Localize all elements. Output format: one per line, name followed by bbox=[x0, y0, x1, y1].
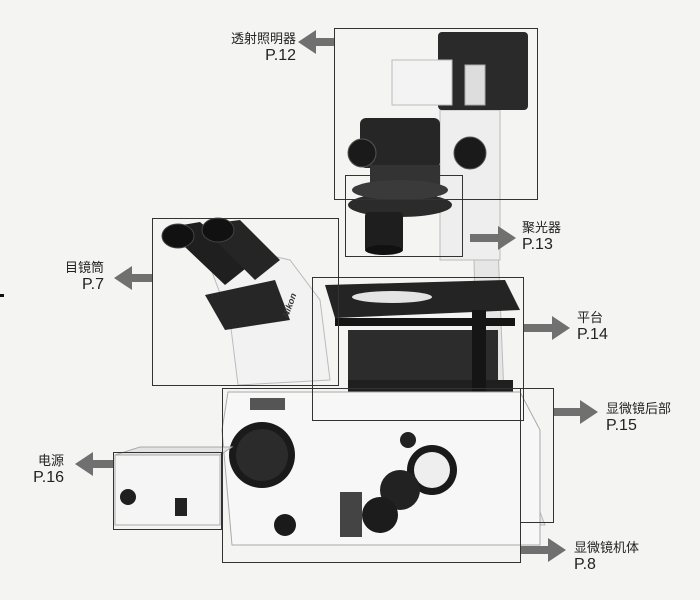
power-arrow-icon bbox=[75, 452, 113, 476]
stage-frame bbox=[312, 277, 524, 421]
power-supply-page: P.16 bbox=[33, 469, 64, 487]
rear-arrow-icon bbox=[554, 400, 598, 424]
illuminator-page: P.12 bbox=[265, 47, 296, 65]
microscope-body-label-text: 显微镜机体 bbox=[574, 541, 640, 556]
eyepiece-tube-page: P.7 bbox=[82, 276, 104, 294]
microscope-rear-page: P.15 bbox=[606, 417, 637, 435]
condenser-page: P.13 bbox=[522, 236, 553, 254]
microscope-rear-label-text: 显微镜后部 bbox=[606, 402, 672, 417]
power-supply-label-text: 电源 bbox=[37, 454, 64, 469]
edge-mark bbox=[0, 294, 4, 297]
condenser-arrow-icon bbox=[470, 226, 516, 250]
condenser-label: 聚光器 P.13 bbox=[522, 221, 562, 254]
eyepiece-tube-label-text: 目镜筒 bbox=[64, 261, 104, 276]
condenser-label-text: 聚光器 bbox=[522, 221, 562, 236]
stage-label-text: 平台 bbox=[577, 311, 604, 326]
microscope-rear-label: 显微镜后部 P.15 bbox=[606, 402, 672, 435]
stage-arrow-icon bbox=[524, 316, 570, 340]
microscope-body-label: 显微镜机体 P.8 bbox=[574, 541, 640, 574]
illuminator-label: 透射照明器 P.12 bbox=[230, 32, 296, 65]
power-supply-frame bbox=[113, 452, 222, 530]
power-supply-label: 电源 P.16 bbox=[33, 454, 64, 487]
eyepiece-tube-frame bbox=[152, 218, 339, 386]
illuminator-frame bbox=[334, 28, 538, 200]
eyepiece-arrow-icon bbox=[114, 266, 152, 290]
microscope-body-frame bbox=[222, 388, 521, 563]
illuminator-arrow-icon bbox=[298, 30, 334, 54]
eyepiece-tube-label: 目镜筒 P.7 bbox=[64, 261, 104, 294]
body-arrow-icon bbox=[521, 538, 566, 562]
stage-label: 平台 P.14 bbox=[577, 311, 608, 344]
illuminator-label-text: 透射照明器 bbox=[230, 32, 296, 47]
microscope-body-page: P.8 bbox=[574, 556, 596, 574]
condenser-frame bbox=[345, 175, 463, 257]
stage-page: P.14 bbox=[577, 326, 608, 344]
